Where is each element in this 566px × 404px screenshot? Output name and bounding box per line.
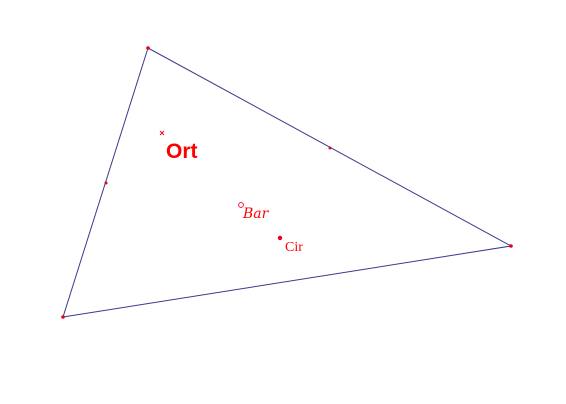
vertex-right[interactable]	[509, 244, 513, 248]
circumcenter-label: Cir	[285, 240, 303, 255]
orthocenter-marker[interactable]	[159, 130, 165, 136]
vertices	[61, 46, 513, 319]
barycenter-label: Bar	[242, 206, 270, 222]
edge-bottom[interactable]	[62, 245, 512, 318]
midpoints	[104, 146, 332, 185]
orthocenter-label: Ort	[166, 140, 198, 163]
midpoint-top-edge[interactable]	[328, 146, 332, 150]
midpoint-left-edge[interactable]	[104, 181, 108, 185]
circumcenter-marker[interactable]	[277, 235, 283, 241]
barycenter-marker[interactable]	[238, 202, 244, 208]
vertex-top[interactable]	[146, 46, 150, 50]
vertex-bottom-left[interactable]	[61, 315, 65, 319]
triangle	[62, 47, 512, 318]
